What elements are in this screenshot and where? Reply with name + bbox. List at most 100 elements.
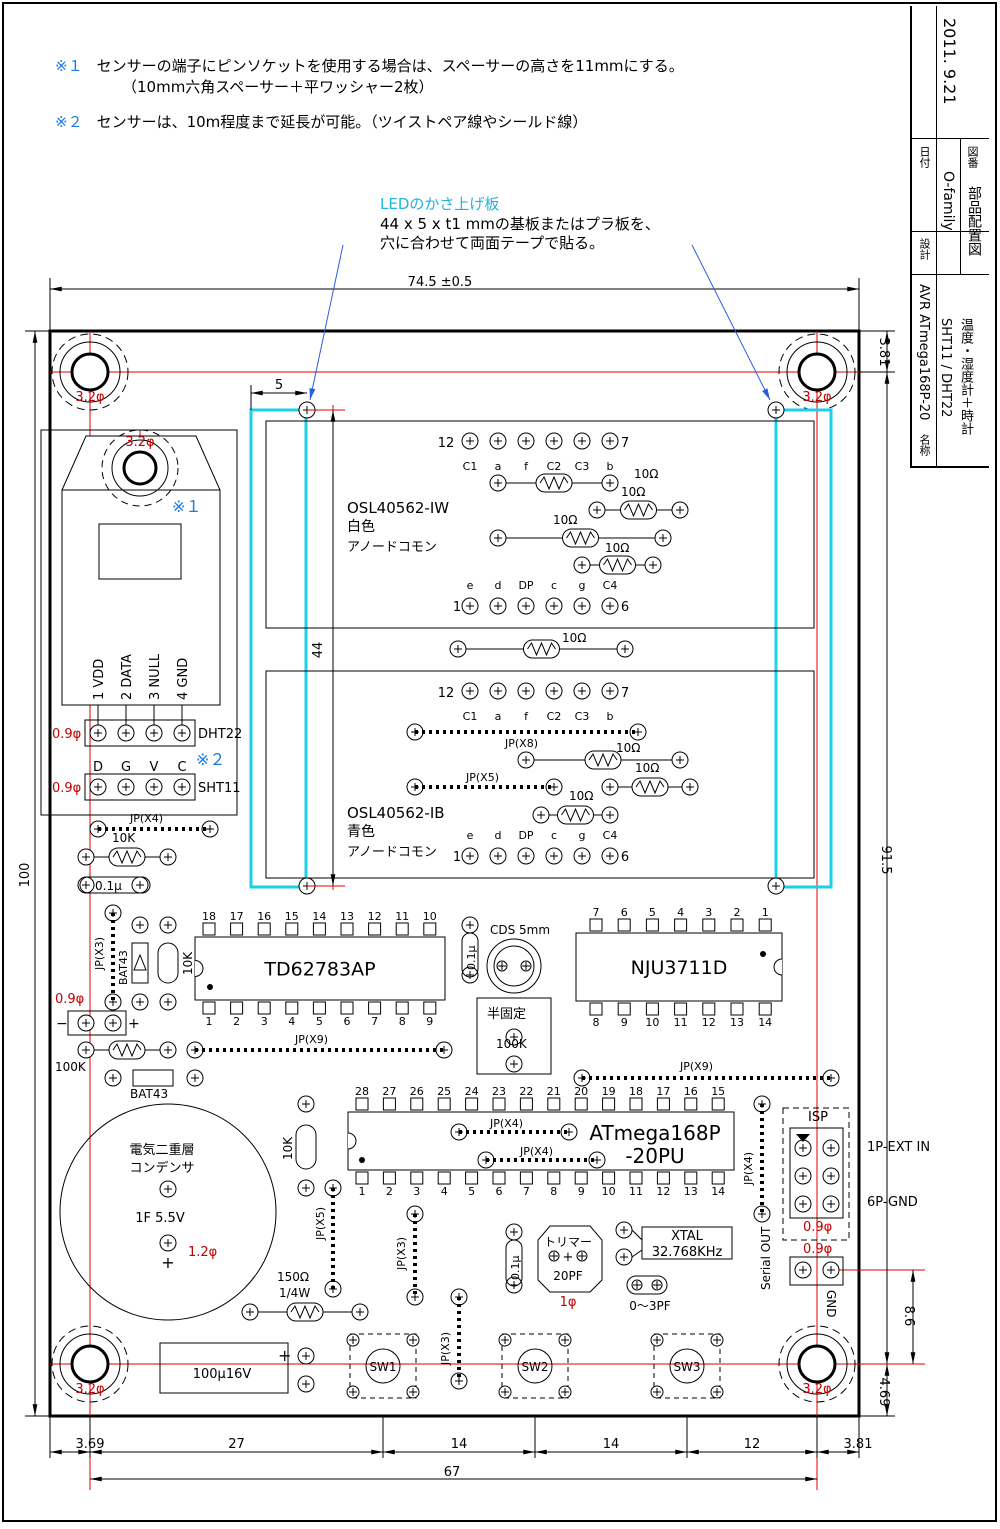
cds-label: CDS 5mm xyxy=(490,923,550,937)
display-top-pin-label: f xyxy=(524,460,529,473)
ic-td62783ap-pin xyxy=(230,1001,244,1015)
mount-hole-label: 3.2φ xyxy=(802,1382,831,1397)
dim-arrow xyxy=(817,1449,829,1455)
isp-header xyxy=(789,1127,844,1219)
mount-hole-ring xyxy=(786,341,848,403)
ic-td62783ap-pin xyxy=(423,922,437,936)
ic-td62783ap-pin xyxy=(285,1001,299,1015)
display-pin-6: 6 xyxy=(621,850,629,865)
note-1-mark: ※１ xyxy=(55,57,83,75)
ic-pin1-dot xyxy=(359,1157,365,1163)
ic-td62783ap-pin xyxy=(395,922,409,936)
jumper-label: JP(X3) xyxy=(93,937,106,971)
edlc-value: 1F 5.5V xyxy=(135,1211,185,1226)
pad-dia-label: 0.9φ xyxy=(803,1220,832,1235)
sht-pin-label: D xyxy=(93,760,103,775)
display-2-color: 青色 xyxy=(347,823,375,840)
display-top-pin-label: a xyxy=(495,710,502,723)
ic-td62783ap-pin xyxy=(423,1001,437,1015)
pad-dia-label: 0.9φ xyxy=(55,992,84,1007)
resistor-label: 10Ω xyxy=(569,789,593,803)
ic-atmega168p-pin-num: 9 xyxy=(578,1185,585,1198)
ic-atmega168p-pin xyxy=(629,1097,643,1111)
ic-nju3711d-pin-num: 10 xyxy=(645,1016,659,1029)
dim-arrow xyxy=(50,1449,62,1455)
dim-arrow xyxy=(535,1449,547,1455)
dim-arrow xyxy=(884,1404,890,1416)
ic-td62783ap-pin-num: 3 xyxy=(261,1015,268,1028)
pad-dia-label: 0.9φ xyxy=(803,1242,832,1257)
title-date-label: 日付 xyxy=(918,146,931,168)
dim-arrow xyxy=(884,372,890,384)
dim-arrow xyxy=(910,1352,916,1364)
tact-switch xyxy=(501,1333,569,1399)
ic-atmega168p-notch xyxy=(347,1132,357,1150)
ic-atmega168p-pin xyxy=(355,1097,369,1111)
isp-gnd-label: 6P-GND xyxy=(867,1195,918,1210)
sht11-label: SHT11 xyxy=(198,781,241,796)
display-pin-6: 6 xyxy=(621,600,629,615)
dim-arrow xyxy=(687,1449,699,1455)
mount-hole xyxy=(797,1344,837,1384)
ic-atmega168p-pin-num: 11 xyxy=(629,1185,643,1198)
display-top-pin-label: C2 xyxy=(547,710,562,723)
jumper-label: JP(X5) xyxy=(465,771,499,784)
ic-td62783ap-pin xyxy=(285,922,299,936)
dim-bottom-4-label: 12 xyxy=(744,1437,761,1452)
display-bottom-pin-label: e xyxy=(467,829,474,842)
dim-bottom-5-label: 3.81 xyxy=(844,1437,873,1452)
ic-td62783ap-pin-num: 8 xyxy=(399,1015,406,1028)
ic-atmega168p-pin xyxy=(711,1097,725,1111)
ic-atmega168p-pin xyxy=(711,1171,725,1185)
display-bottom-pin-label: C4 xyxy=(603,829,618,842)
ic-atmega168p-pin xyxy=(684,1171,698,1185)
ic-td62783ap-pin-num: 10 xyxy=(423,910,437,923)
ic-nju3711d-pin-num: 6 xyxy=(621,906,628,919)
mount-hole-label: 3.2φ xyxy=(802,390,831,405)
ic-nju3711d-pin xyxy=(758,1002,772,1016)
tact-switch xyxy=(653,1333,721,1399)
dim-bottom-2-label: 14 xyxy=(451,1437,468,1452)
resistor-10ohm-zigzag xyxy=(603,557,632,573)
title-date: 2011. 9.21 xyxy=(940,18,959,105)
led-riser-right xyxy=(774,408,833,889)
capacitor-0-3pf-label: 0～3PF xyxy=(629,1299,671,1313)
sensor-hole-ring xyxy=(111,439,169,497)
edlc-plus: + xyxy=(161,1253,174,1272)
dim-arrow xyxy=(847,286,859,292)
resistor-100k-zigzag xyxy=(112,1042,142,1058)
tact-switch-button xyxy=(365,1348,401,1384)
dim-arrow xyxy=(330,874,336,886)
resistor-10ohm-zigzag xyxy=(635,779,665,795)
ic-atmega168p-pin-num: 6 xyxy=(496,1185,503,1198)
ic-nju3711d-pin xyxy=(589,1002,603,1016)
ic-td62783ap-pin-num: 14 xyxy=(312,910,326,923)
ic-atmega168p-pin-num: 10 xyxy=(602,1185,616,1198)
resistor-10ohm-zigzag xyxy=(527,641,556,657)
display-bottom-pin-label: c xyxy=(551,829,557,842)
mount-hole xyxy=(70,1344,110,1384)
ic-nju3711d-pin xyxy=(702,918,716,932)
resistor-10k-zigzag xyxy=(112,849,142,865)
dim-arrow xyxy=(675,1449,687,1455)
ic-td62783ap-pin-num: 1 xyxy=(206,1015,213,1028)
ic-atmega168p-pin-num: 28 xyxy=(355,1085,369,1098)
sht-note-mark: ※２ xyxy=(196,750,225,769)
dim-left-label: 100 xyxy=(18,863,33,888)
isp-outline xyxy=(782,1107,850,1241)
leader-arrowhead xyxy=(309,388,316,400)
dht22-header xyxy=(84,719,196,747)
ic-nju3711d-pin xyxy=(645,918,659,932)
ic-atmega168p-pin xyxy=(382,1171,396,1185)
ic-td62783ap-pin xyxy=(257,922,271,936)
crystal-label: XTAL xyxy=(671,1229,704,1244)
note-1b-text: （10mm六角スペーサー＋平ワッシャー2枚） xyxy=(122,78,434,96)
ic-td62783ap-pin-num: 17 xyxy=(230,910,244,923)
dim-top-label: 74.5 ±0.5 xyxy=(408,275,473,290)
ic-atmega168p-pin xyxy=(602,1097,616,1111)
trimpot-value: 100K xyxy=(496,1037,528,1051)
display-top-pin-label: C3 xyxy=(575,460,590,473)
ic-nju3711d-pin xyxy=(645,1002,659,1016)
ic-atmega168p-pin xyxy=(355,1171,369,1185)
ic-atmega168p-pin-num: 16 xyxy=(684,1085,698,1098)
